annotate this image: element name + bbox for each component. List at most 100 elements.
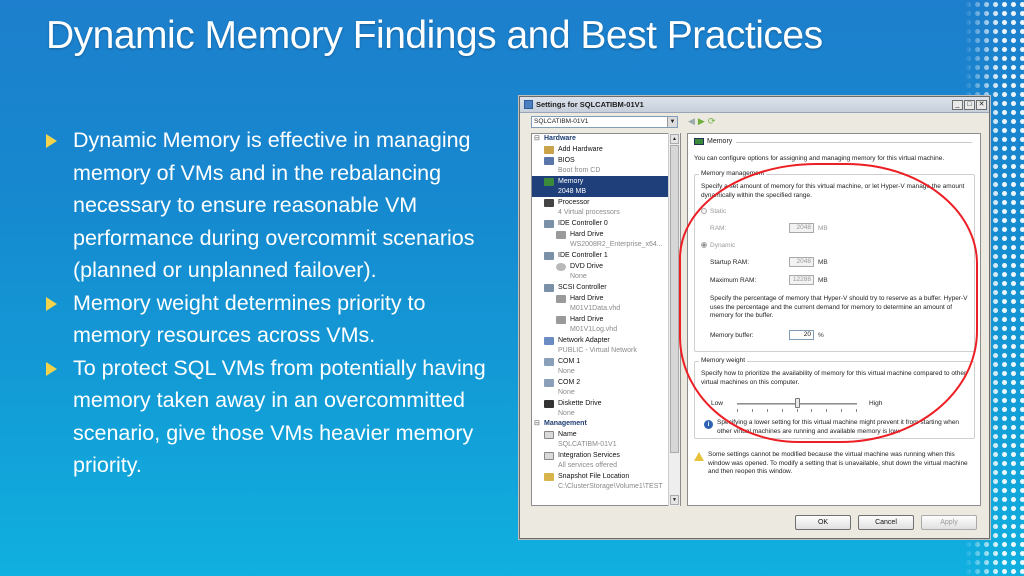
maximize-button[interactable]: □ [964, 99, 975, 110]
snapshot-folder-icon [544, 473, 554, 481]
settings-dialog: Settings for SQLCATIBM-01V1 _ □ ✕ SQLCAT… [519, 96, 990, 539]
buffer-description: Specify the percentage of memory that Hy… [710, 295, 968, 319]
bullet-item: Memory weight determines priority to mem… [44, 287, 504, 352]
hard-drive-icon [556, 295, 566, 303]
dialog-title-bar[interactable]: Settings for SQLCATIBM-01V1 _ □ ✕ [520, 97, 989, 113]
tree-scrollbar[interactable]: ▲ ▼ [668, 133, 680, 506]
memory-buffer-input[interactable]: 20 [789, 330, 814, 340]
slider-tick [841, 409, 842, 412]
com-port-icon [544, 358, 554, 366]
close-button[interactable]: ✕ [976, 99, 987, 110]
integration-services-icon [544, 452, 554, 460]
scroll-up-icon[interactable]: ▲ [670, 134, 679, 144]
weight-high-label: High [869, 400, 883, 407]
bullet-item: Dynamic Memory is effective in managing … [44, 124, 504, 287]
warning-icon [694, 452, 704, 461]
scroll-down-icon[interactable]: ▼ [670, 495, 679, 505]
memory-chip-icon [694, 138, 704, 145]
back-arrow-icon[interactable]: ◀ [688, 116, 698, 126]
dynamic-radio[interactable]: Dynamic [701, 242, 735, 249]
tree-section-hardware[interactable]: Hardware [532, 134, 680, 144]
memory-settings-panel: Memory You can configure options for ass… [687, 133, 981, 506]
memory-weight-slider[interactable] [737, 398, 857, 414]
scrollbar-thumb[interactable] [670, 145, 679, 453]
minimize-button[interactable]: _ [952, 99, 963, 110]
tree-item-add-hardware[interactable]: Add Hardware [532, 144, 680, 155]
slider-tick [767, 409, 768, 412]
bullet-list: Dynamic Memory is effective in managing … [44, 124, 504, 482]
chevron-down-icon[interactable]: ▼ [667, 117, 677, 127]
forward-arrow-icon[interactable]: ▶ [697, 116, 708, 126]
settings-window-icon [524, 100, 533, 109]
hard-drive-icon [556, 231, 566, 239]
slider-tick [737, 409, 738, 412]
tree-item-ide-controller-1[interactable]: IDE Controller 1 [532, 250, 680, 261]
slider-tick [856, 409, 857, 412]
bullet-arrow-icon [46, 296, 57, 311]
slider-knob[interactable] [795, 398, 800, 408]
warning-text: Some settings cannot be modified because… [708, 451, 968, 475]
refresh-icon[interactable]: ⟳ [707, 116, 719, 126]
slide-title: Dynamic Memory Findings and Best Practic… [46, 14, 823, 57]
bullet-arrow-icon [46, 361, 57, 376]
weight-info-text: Specifying a lower setting for this virt… [717, 419, 960, 435]
ram-input[interactable]: 2048 [789, 223, 814, 233]
hard-drive-icon [556, 316, 566, 324]
apply-button[interactable]: Apply [921, 515, 977, 530]
ide-controller-icon [544, 220, 554, 228]
add-hardware-icon [544, 146, 554, 154]
tree-item-ide-controller-0[interactable]: IDE Controller 0 [532, 218, 680, 229]
slider-tick [826, 409, 827, 412]
info-icon: i [704, 420, 713, 429]
weight-low-label: Low [711, 400, 723, 407]
bullet-item: To protect SQL VMs from potentially havi… [44, 352, 504, 482]
dvd-drive-icon [556, 263, 566, 271]
mw-description: Specify how to prioritize the availabili… [701, 370, 967, 386]
ide-controller-icon [544, 252, 554, 260]
startup-ram-field: Startup RAM: 2048 MB [710, 257, 828, 267]
slider-tick [782, 409, 783, 412]
maximum-ram-input[interactable]: 12288 [789, 275, 814, 285]
static-radio[interactable]: Static [701, 208, 726, 215]
group-label: Memory weight [699, 357, 748, 364]
processor-icon [544, 199, 554, 207]
ok-button[interactable]: OK [795, 515, 851, 530]
tree-section-management[interactable]: Management [532, 419, 680, 429]
tree-item-scsi-controller[interactable]: SCSI Controller [532, 282, 680, 293]
bios-icon [544, 157, 554, 165]
startup-ram-input[interactable]: 2048 [789, 257, 814, 267]
panel-description: You can configure options for assigning … [694, 155, 945, 162]
group-label: Memory management [699, 170, 767, 177]
memory-weight-group: Memory weight Specify how to prioritize … [694, 357, 975, 439]
ram-field: RAM: 2048 MB [710, 223, 828, 233]
panel-header: Memory [694, 138, 732, 145]
memory-management-group: Memory management Specify a set amount o… [694, 170, 975, 352]
vm-select-dropdown[interactable]: SQLCATIBM-01V1 ▼ [531, 116, 678, 128]
com-port-icon [544, 379, 554, 387]
slider-tick [752, 409, 753, 412]
diskette-icon [544, 400, 554, 408]
memory-chip-icon [544, 178, 554, 186]
dialog-title: Settings for SQLCATIBM-01V1 [536, 100, 644, 109]
network-adapter-icon [544, 337, 554, 345]
cancel-button[interactable]: Cancel [858, 515, 914, 530]
header-divider [736, 142, 972, 143]
bullet-arrow-icon [46, 134, 57, 148]
scsi-controller-icon [544, 284, 554, 292]
slider-tick [797, 409, 798, 412]
